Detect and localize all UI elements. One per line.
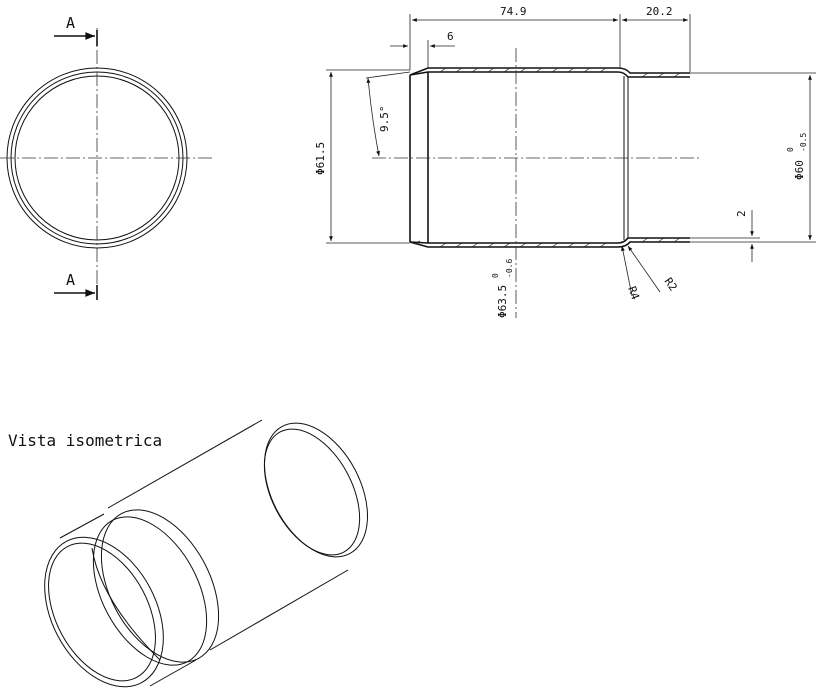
dim-dia-neck-tol-upper: 0 bbox=[786, 147, 795, 152]
dim-dia-neck-tol-lower: -0.5 bbox=[799, 133, 808, 152]
dim-step-height: 2 bbox=[735, 210, 748, 217]
section-label-bottom: A bbox=[66, 271, 75, 289]
dim-dia-outer: Φ63.5 bbox=[496, 285, 509, 318]
dim-dia-outer-tol-upper: 0 bbox=[491, 273, 500, 278]
dim-dia-inner: Φ61.5 bbox=[314, 142, 327, 175]
dim-edge-step: 6 bbox=[447, 30, 454, 43]
dim-dia-outer-tol-lower: -0.6 bbox=[505, 259, 514, 278]
hatching-bottom bbox=[413, 237, 681, 248]
dim-length-main: 74.9 bbox=[500, 5, 527, 18]
dim-radius-small: R4 bbox=[625, 285, 642, 302]
section-label-top: A bbox=[66, 14, 75, 32]
iso-view-label: Vista isometrica bbox=[8, 431, 162, 450]
dim-dia-neck: Φ60 bbox=[793, 160, 806, 180]
hatching-top bbox=[413, 67, 681, 78]
dim-radius-large: R2 bbox=[662, 275, 680, 293]
section-view: 74.9 20.2 6 9.5° Φ61.5 Φ63.5 0 -0.6 Φ60 … bbox=[314, 5, 816, 318]
isometric-view: Vista isometrica bbox=[8, 419, 368, 688]
dim-length-neck: 20.2 bbox=[646, 5, 673, 18]
end-view: A A bbox=[0, 14, 212, 300]
dim-angle: 9.5° bbox=[378, 106, 391, 133]
